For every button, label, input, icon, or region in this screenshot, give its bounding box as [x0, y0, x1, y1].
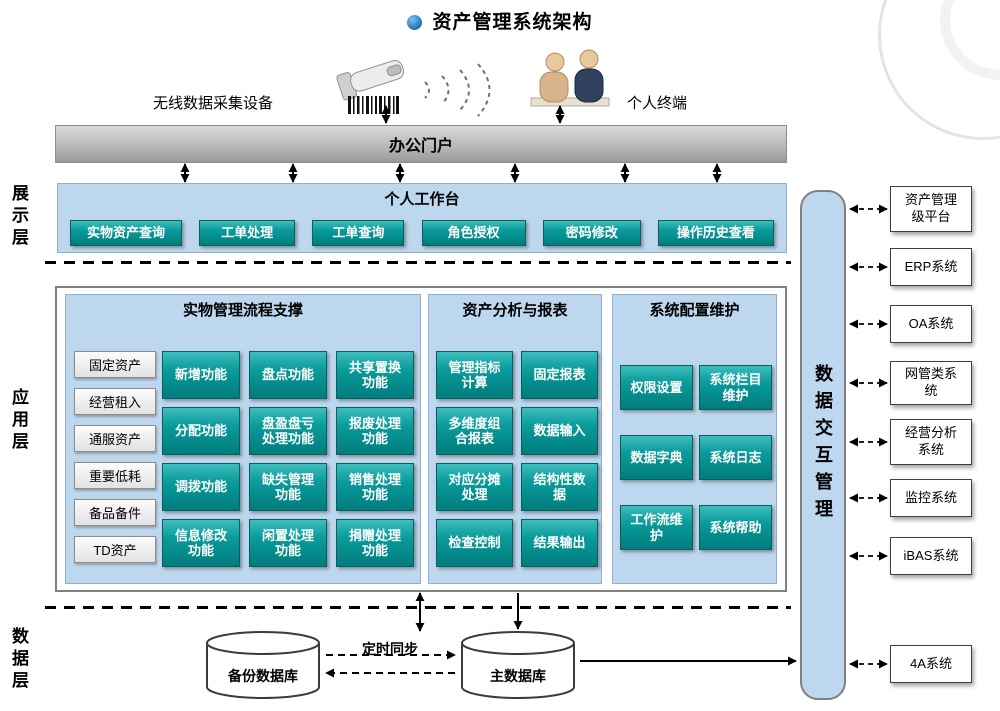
page-title: 资产管理系统架构: [0, 7, 1000, 34]
workbench-button-order-query: 工单查询: [312, 220, 405, 246]
fn-donation: 捐赠处理功能: [336, 519, 414, 567]
physical-function-grid: 新增功能 盘点功能 共享置换功能 分配功能 盘盈盘亏处理功能 报废处理功能 调拨…: [162, 351, 414, 567]
external-system-4a: 4A系统: [890, 645, 972, 683]
config-panel-title: 系统配置维护: [649, 302, 740, 319]
layer-label-data: 数据层: [9, 627, 28, 693]
external-system-business-analysis: 经营分析系统: [890, 419, 972, 465]
main-database-label: 主数据库: [490, 668, 546, 684]
barcode-icon: [348, 96, 399, 114]
fn-scrap: 报废处理功能: [336, 407, 414, 455]
physical-panel-title: 实物管理流程支撑: [182, 302, 303, 319]
fn-check-control: 检查控制: [436, 519, 513, 567]
layer-separator-top: [45, 261, 791, 264]
layer-label-application: 应用层: [9, 388, 28, 454]
fn-menu-maint: 系统栏目维护: [699, 365, 772, 410]
fn-workflow: 工作流维护: [620, 505, 693, 550]
workbench-button-history: 操作历史查看: [657, 220, 774, 246]
workbench-button-password: 密码修改: [542, 220, 641, 246]
fn-data-input: 数据输入: [521, 407, 598, 455]
terminal-label: 个人终端: [627, 95, 688, 112]
workbench-button-asset-query: 实物资产查询: [70, 220, 182, 246]
exchange-system-arrows: [849, 204, 888, 669]
workbench-panel: 个人工作台 实物资产查询 工单处理 工单查询 角色授权 密码修改 操作历史查看: [57, 183, 787, 253]
workbench-button-order-handle: 工单处理: [199, 220, 296, 246]
fn-info-edit: 信息修改功能: [162, 519, 240, 567]
scanner-illustration: [336, 60, 491, 117]
external-system-ibas: iBAS系统: [890, 537, 972, 575]
fn-share-swap: 共享置换功能: [336, 351, 414, 399]
analysis-panel-title: 资产分析与报表: [462, 302, 568, 319]
title-bullet-icon: [407, 15, 423, 30]
external-system-monitor: 监控系统: [890, 479, 972, 517]
fn-fixed-report: 固定报表: [521, 351, 598, 399]
data-exchange-bar: 数据交互管理: [800, 190, 846, 700]
category-td-asset: TD资产: [74, 536, 156, 563]
category-low-value: 重要低耗: [74, 462, 156, 489]
external-system-netmgmt: 网管类系统: [890, 361, 972, 405]
sync-label: 定时同步: [362, 641, 418, 657]
fn-sale: 销售处理功能: [336, 463, 414, 511]
analysis-function-grid: 管理指标计算 固定报表 多维度组合报表 数据输入 对应分摊处理 结构性数据 检查…: [436, 351, 598, 567]
fn-multi-report: 多维度组合报表: [436, 407, 513, 455]
workbench-button-role-auth: 角色授权: [421, 220, 526, 246]
fn-add: 新增功能: [162, 351, 240, 399]
fn-system-help: 系统帮助: [699, 505, 772, 550]
external-system-oa: OA系统: [890, 305, 972, 343]
main-database-cylinder: [461, 631, 575, 699]
workbench-title: 个人工作台: [384, 191, 460, 208]
category-lease-in: 经营租入: [74, 388, 156, 415]
layer-label-presentation: 展示层: [9, 184, 28, 250]
asset-category-column: 固定资产 经营租入 通服资产 重要低耗 备品备件 TD资产: [74, 351, 156, 563]
portal-bar-label: 办公门户: [388, 138, 453, 155]
fn-system-log: 系统日志: [699, 435, 772, 480]
backup-database-cylinder: [206, 631, 320, 699]
data-exchange-label: 数据交互管理: [813, 364, 833, 526]
fn-allocate: 分配功能: [162, 407, 240, 455]
category-spare-parts: 备品备件: [74, 499, 156, 526]
physical-management-panel: 实物管理流程支撑 固定资产 经营租入 通服资产 重要低耗 备品备件 TD资产 新…: [65, 294, 421, 584]
fn-transfer: 调拨功能: [162, 463, 240, 511]
fn-inventory: 盘点功能: [249, 351, 327, 399]
fn-idle: 闲置处理功能: [249, 519, 327, 567]
portal-workbench-arrows: [180, 163, 722, 183]
system-config-panel: 系统配置维护 权限设置 系统栏目维护 数据字典 系统日志 工作流维护 系统帮助: [612, 294, 777, 584]
fn-struct-data: 结构性数据: [521, 463, 598, 511]
layer-separator-bottom: [45, 606, 791, 609]
backup-database-label: 备份数据库: [228, 668, 298, 684]
fn-surplus-deficit: 盘盈盘亏处理功能: [249, 407, 327, 455]
terminal-illustration: [530, 49, 610, 107]
category-fixed-asset: 固定资产: [74, 351, 156, 378]
external-system-asset-platform: 资产管理级平台: [890, 186, 972, 232]
fn-missing: 缺失管理功能: [249, 463, 327, 511]
wireless-signal-icon: [424, 63, 491, 117]
fn-permission: 权限设置: [620, 365, 693, 410]
analysis-report-panel: 资产分析与报表 管理指标计算 固定报表 多维度组合报表 数据输入 对应分摊处理 …: [428, 294, 602, 584]
page-title-text: 资产管理系统架构: [432, 12, 593, 33]
category-service-asset: 通服资产: [74, 425, 156, 452]
fn-kpi-calc: 管理指标计算: [436, 351, 513, 399]
workbench-button-row: 实物资产查询 工单处理 工单查询 角色授权 密码修改 操作历史查看: [70, 220, 774, 246]
fn-apportion: 对应分摊处理: [436, 463, 513, 511]
fn-result-output: 结果输出: [521, 519, 598, 567]
portal-bar: 办公门户: [55, 125, 787, 163]
scanner-label: 无线数据采集设备: [153, 95, 274, 112]
external-system-erp: ERP系统: [890, 248, 972, 286]
fn-dictionary: 数据字典: [620, 435, 693, 480]
config-function-grid: 权限设置 系统栏目维护 数据字典 系统日志 工作流维护 系统帮助: [620, 365, 772, 550]
